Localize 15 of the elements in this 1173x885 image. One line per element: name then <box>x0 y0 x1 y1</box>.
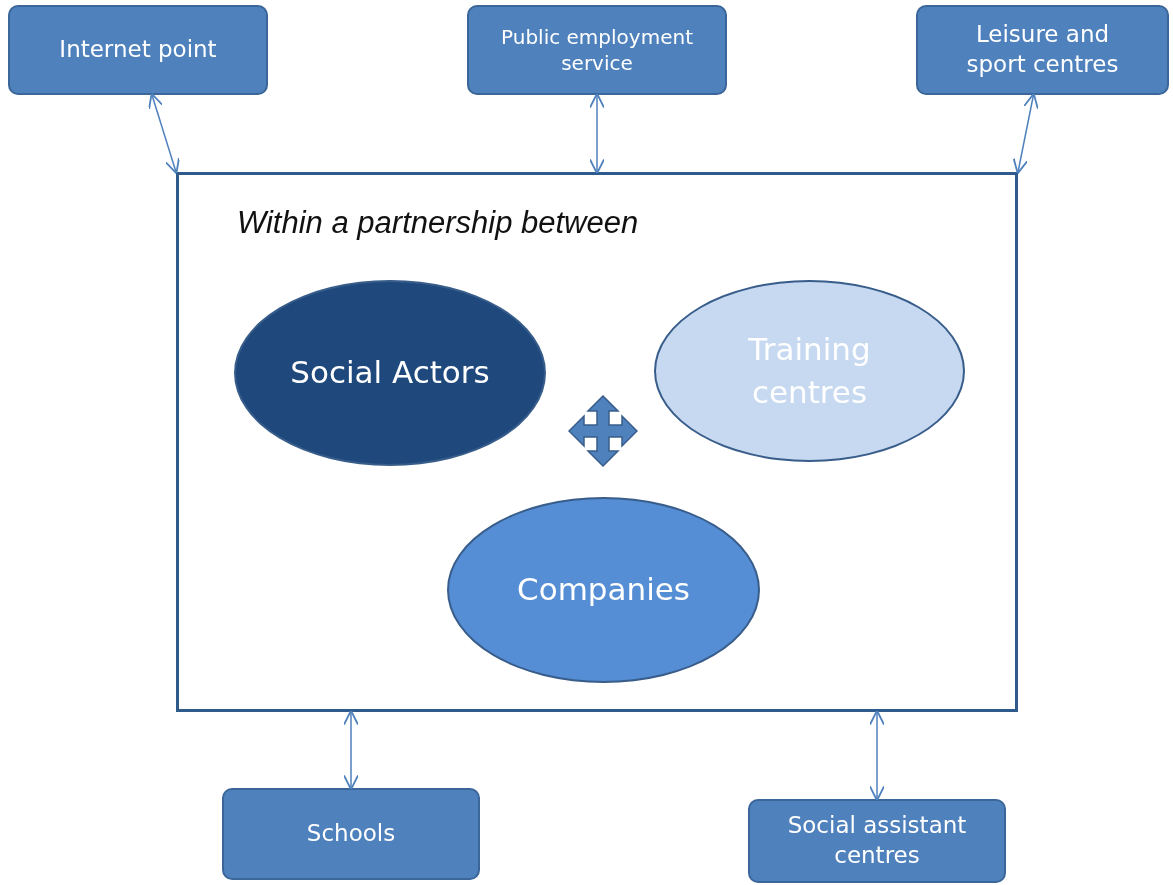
double-arrow <box>589 92 605 175</box>
double-arrow <box>869 709 885 802</box>
service-box: Leisure and sport centres <box>916 5 1169 95</box>
double-arrow <box>148 92 180 175</box>
service-box: Internet point <box>8 5 268 95</box>
frame-heading: Within a partnership between <box>237 205 639 241</box>
service-box: Social assistant centres <box>748 799 1006 883</box>
double-arrow <box>343 709 359 791</box>
partner-label: Social Actors <box>290 353 490 393</box>
service-box: Public employment service <box>467 5 727 95</box>
partner-label: Training centres <box>747 329 872 412</box>
service-box: Schools <box>222 788 480 880</box>
partnership-frame <box>176 172 1018 712</box>
partner-label: Companies <box>517 570 690 610</box>
double-arrow <box>1012 92 1039 175</box>
